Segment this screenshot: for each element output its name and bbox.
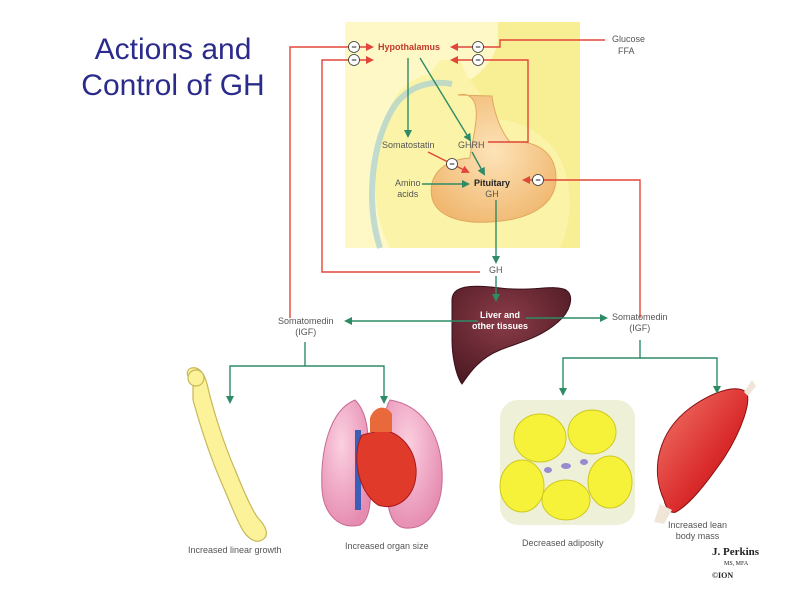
bone-illustration [186, 367, 267, 542]
amino-line-1: Amino [395, 178, 421, 188]
hypothalamus-to-ghrh [419, 57, 472, 142]
title-line-2: Control of GH [81, 69, 265, 102]
igf-left-feedback-line [289, 43, 374, 318]
effect-muscle-label: Increased lean body mass [668, 520, 727, 542]
inhibit-symbol: − [351, 55, 356, 65]
credit-name: J. Perkins [712, 546, 760, 558]
somatomedin-left-label: Somatomedin (IGF) [278, 316, 334, 338]
inhibit-symbol: − [535, 175, 540, 185]
igf-left-branch-organ [305, 365, 388, 404]
credit-degree: MS, MFA [724, 561, 749, 567]
liver-line-1: Liver and [480, 310, 521, 320]
inhibit-symbol: − [449, 159, 454, 169]
igf-left-branch [226, 342, 306, 404]
inhibit-symbol: − [351, 42, 356, 52]
ghrh-to-pituitary [471, 151, 485, 176]
liver-illustration [451, 285, 572, 385]
pituitary-label-line: Pituitary [474, 178, 511, 188]
somatomedin-right-label: Somatomedin (IGF) [612, 312, 668, 334]
ghrh-feedback-line [450, 56, 529, 143]
credit-mark: ©ION [712, 571, 734, 580]
effect-bone-label: Increased linear growth [188, 545, 282, 555]
muscle-illustration [654, 380, 756, 524]
glucose-label: Glucose [612, 34, 646, 44]
effect-muscle-line-1: Increased lean [668, 520, 728, 530]
pituitary-gh-label: GH [485, 189, 499, 199]
effect-organ-label: Increased organ size [345, 541, 429, 551]
inhibit-symbol: − [475, 55, 480, 65]
inhibit-symbol: − [475, 42, 480, 52]
amino-line-2: acids [397, 189, 419, 199]
effect-muscle-line-2: body mass [675, 531, 720, 541]
gh-label: GH [489, 265, 503, 275]
liver-line-2: other tissues [472, 321, 529, 331]
somatomedin-left-line-2: (IGF) [295, 327, 317, 337]
adipose-cells-illustration [499, 400, 635, 525]
somatomedin-left-line-1: Somatomedin [278, 316, 334, 326]
igf-right-feedback-line [522, 176, 641, 318]
amino-acids-label: Amino acids [395, 178, 421, 200]
somatostatin-label: Somatostatin [382, 140, 435, 150]
ffa-label: FFA [618, 46, 635, 56]
igf-right-branch-muscle [640, 357, 721, 394]
igf-right-branch [559, 340, 641, 396]
inhibition-markers: − − − − − − [348, 41, 544, 186]
hypothalamus-label: Hypothalamus [378, 42, 441, 52]
somatomedin-right-line-2: (IGF) [629, 323, 651, 333]
somatomedin-right-line-1: Somatomedin [612, 312, 668, 322]
gh-feedback-line [321, 56, 480, 273]
liver-label: Liver and other tissues [472, 310, 528, 332]
pituitary-label: Pituitary GH [474, 178, 510, 200]
ghrh-label: GHRH [458, 140, 485, 150]
effect-fat-label: Decreased adiposity [522, 538, 604, 548]
title-line-1: Actions and [94, 33, 252, 66]
heart-lungs-illustration [321, 399, 443, 529]
slide-title: Actions and Control of GH [38, 32, 308, 104]
stimulatory-pathways [226, 57, 721, 404]
